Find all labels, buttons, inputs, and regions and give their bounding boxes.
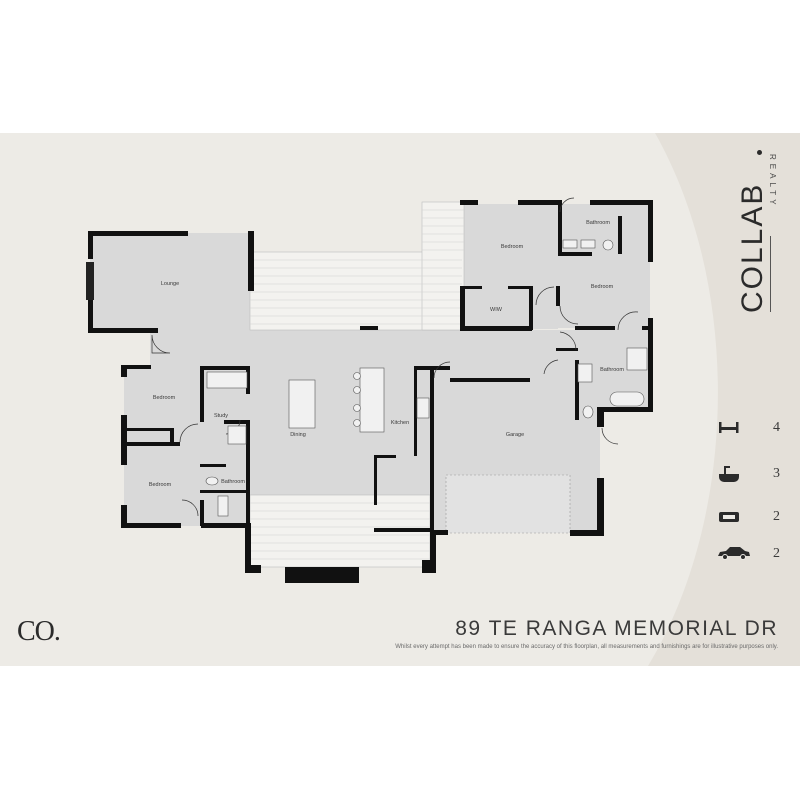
furniture: [205, 239, 648, 517]
floor-plan: Lounge Bedroom Bathroom Bedroom WIW Bath…: [86, 197, 653, 583]
feature-living-value: 2: [773, 509, 780, 524]
floorplan-card: Lounge Bedroom Bathroom Bedroom WIW Bath…: [0, 133, 800, 666]
feature-bedrooms-value: 4: [773, 420, 780, 435]
label-garage: Garage: [506, 432, 524, 438]
brand-dot: [757, 150, 762, 155]
side-panel: [648, 133, 800, 666]
label-bedroom-4: Bedroom: [149, 482, 172, 488]
label-kitchen: Kitchen: [391, 420, 409, 426]
brand-divider: [770, 236, 771, 312]
decks: [249, 201, 465, 568]
feature-living: 2: [716, 507, 780, 527]
feature-bathrooms-value: 3: [773, 466, 780, 481]
walls: [86, 200, 653, 583]
label-bedroom-1: Bedroom: [501, 244, 524, 250]
co-logo: CO.: [17, 616, 61, 647]
label-wiw: WIW: [490, 307, 503, 313]
label-bathroom-3: Bathroom: [221, 479, 245, 485]
label-bathroom-1: Bathroom: [586, 220, 610, 226]
label-bedroom-3: Bedroom: [153, 395, 176, 401]
car-icon: [718, 547, 750, 560]
property-address: 89 TE RANGA MEMORIAL DR: [455, 617, 778, 640]
label-bathroom-2: Bathroom: [600, 367, 624, 373]
label-dining: Dining: [290, 432, 306, 438]
label-study: Study: [214, 413, 228, 419]
feature-bedrooms: 4: [716, 418, 780, 438]
bed-icon: [719, 422, 739, 433]
room-labels: Lounge Bedroom Bathroom Bedroom WIW Bath…: [149, 220, 624, 488]
garage-door: [445, 474, 571, 534]
label-lounge: Lounge: [161, 281, 179, 287]
brand-sub: REALTY: [768, 154, 777, 209]
disclaimer: Whilst every attempt has been made to en…: [395, 644, 778, 650]
bath-icon: [719, 466, 739, 482]
label-bedroom-2: Bedroom: [591, 284, 614, 290]
sofa-icon: [719, 512, 739, 522]
feature-bathrooms: 3: [716, 464, 780, 484]
feature-garage: 2: [716, 544, 780, 564]
feature-garage-value: 2: [773, 546, 780, 561]
